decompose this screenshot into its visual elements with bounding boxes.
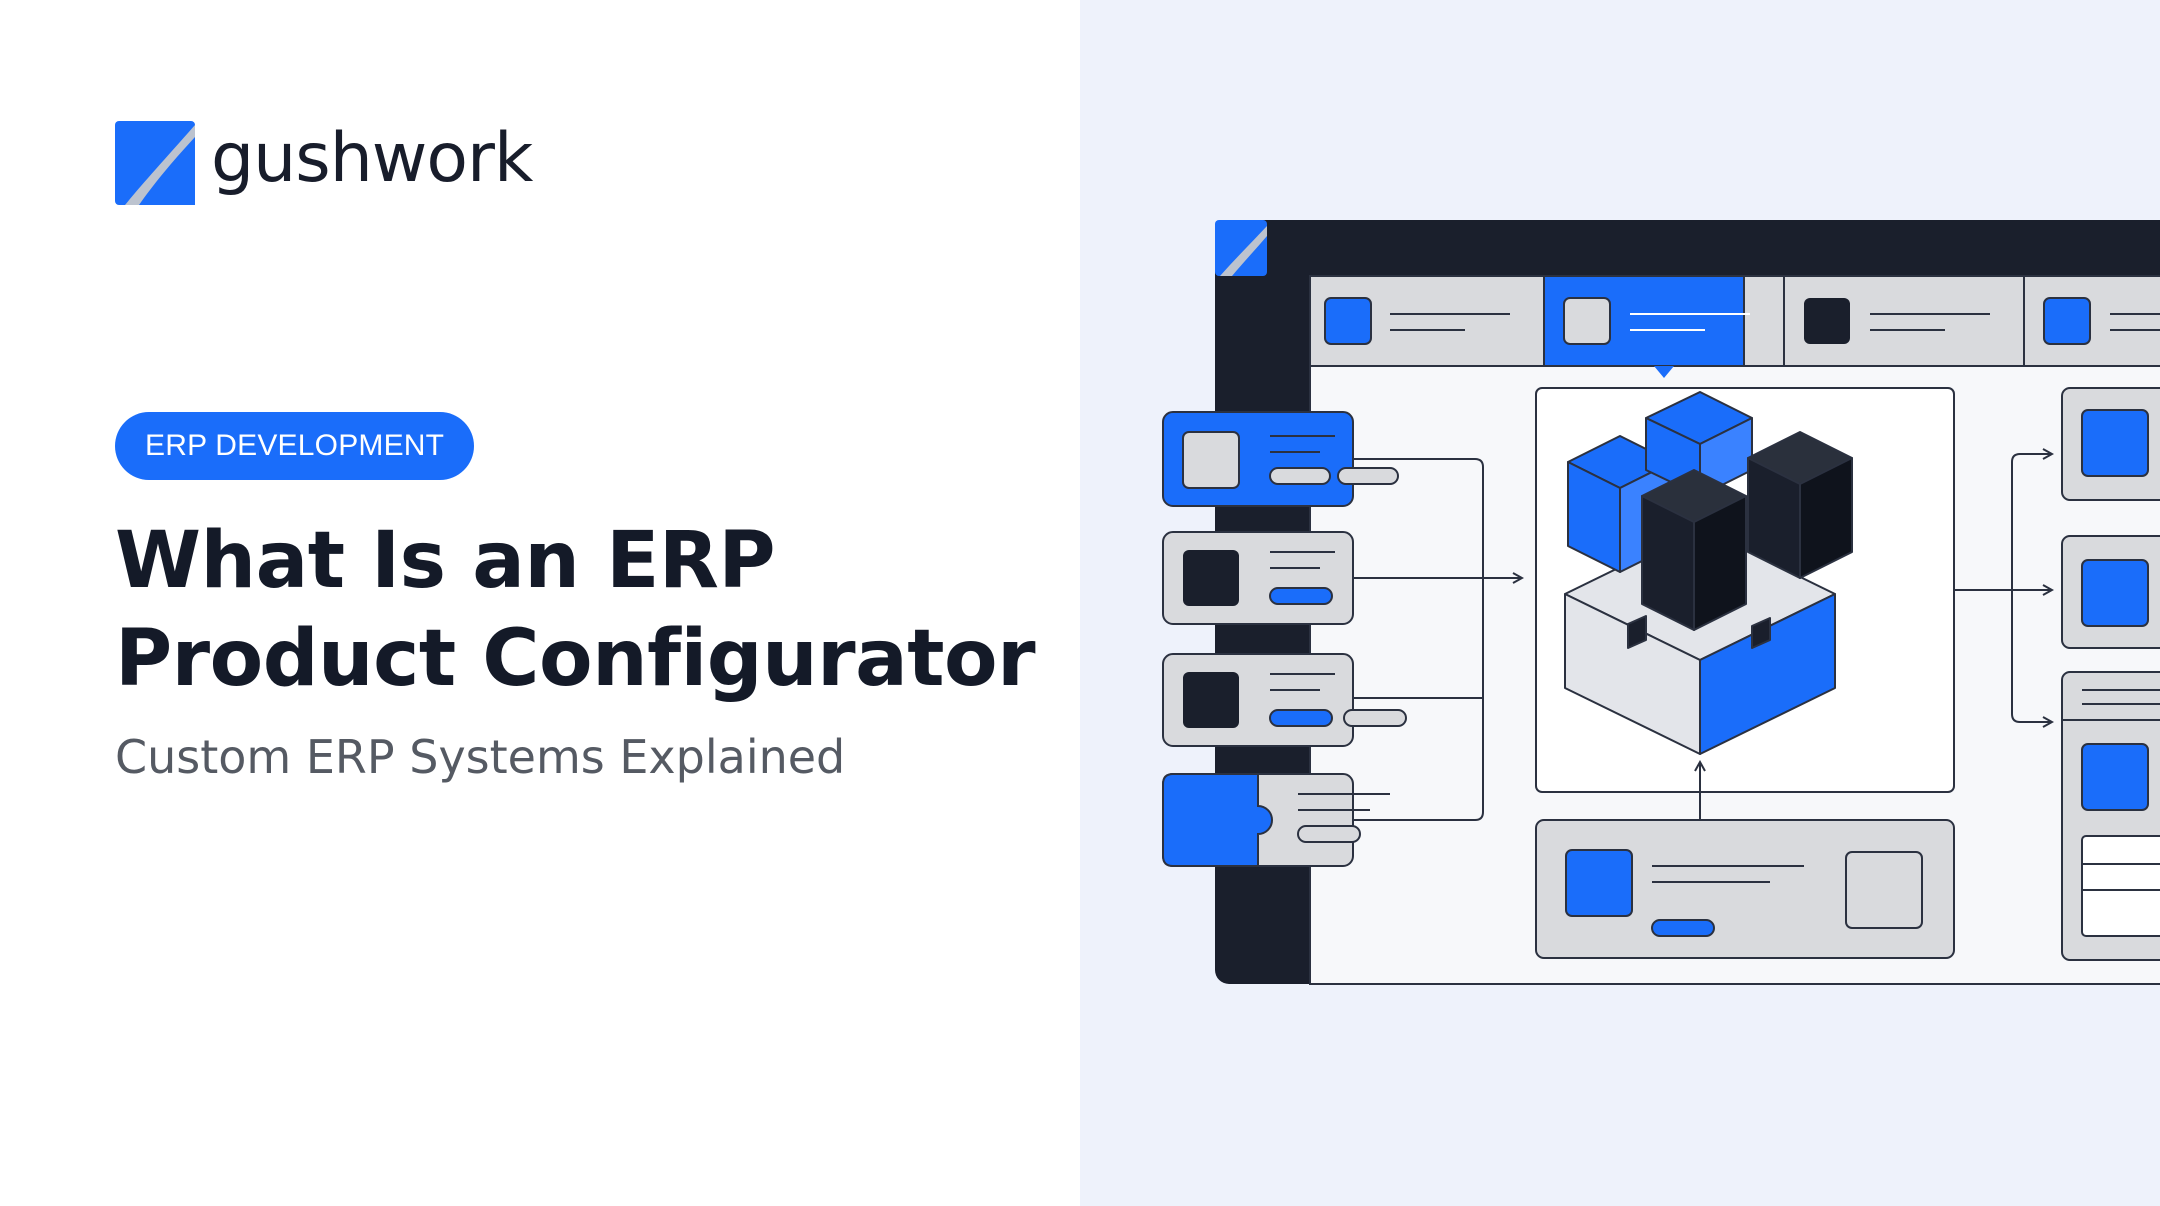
output-card-3	[2061, 671, 2160, 961]
tab-bar	[1309, 275, 2160, 378]
connector-arrow-icon	[1353, 458, 1522, 821]
output-connectors	[1954, 454, 2052, 722]
page-title: What Is an ERP Product Configurator	[115, 512, 1036, 708]
page-title-line-1: What Is an ERP	[115, 516, 776, 606]
category-badge[interactable]: ERP DEVELOPMENT	[115, 412, 475, 480]
tab-item-1	[1324, 297, 1510, 345]
illustration-panel	[1080, 0, 2160, 1206]
brand-name: gushwork	[211, 119, 533, 198]
erp-configurator-illustration	[1162, 220, 2160, 985]
brand-logo[interactable]: gushwork	[115, 119, 533, 205]
tab-item-4	[2023, 276, 2160, 366]
cube-assembly-icon	[1564, 391, 1853, 755]
tab-item-3	[1783, 276, 1990, 366]
page-title-line-2: Product Configurator	[115, 614, 1036, 704]
left-panel: gushwork ERP DEVELOPMENT What Is an ERP …	[115, 119, 1036, 784]
component-card-2	[1162, 531, 1354, 625]
component-card-3	[1162, 653, 1407, 747]
component-card-4	[1162, 773, 1390, 867]
tab-item-2-active	[1543, 275, 1750, 378]
output-card-1	[2061, 387, 2160, 501]
gushwork-logo-icon	[115, 121, 195, 205]
component-card-1	[1162, 411, 1399, 507]
page-subtitle: Custom ERP Systems Explained	[115, 730, 846, 784]
details-card	[1535, 762, 1955, 959]
output-card-2	[2061, 535, 2160, 649]
